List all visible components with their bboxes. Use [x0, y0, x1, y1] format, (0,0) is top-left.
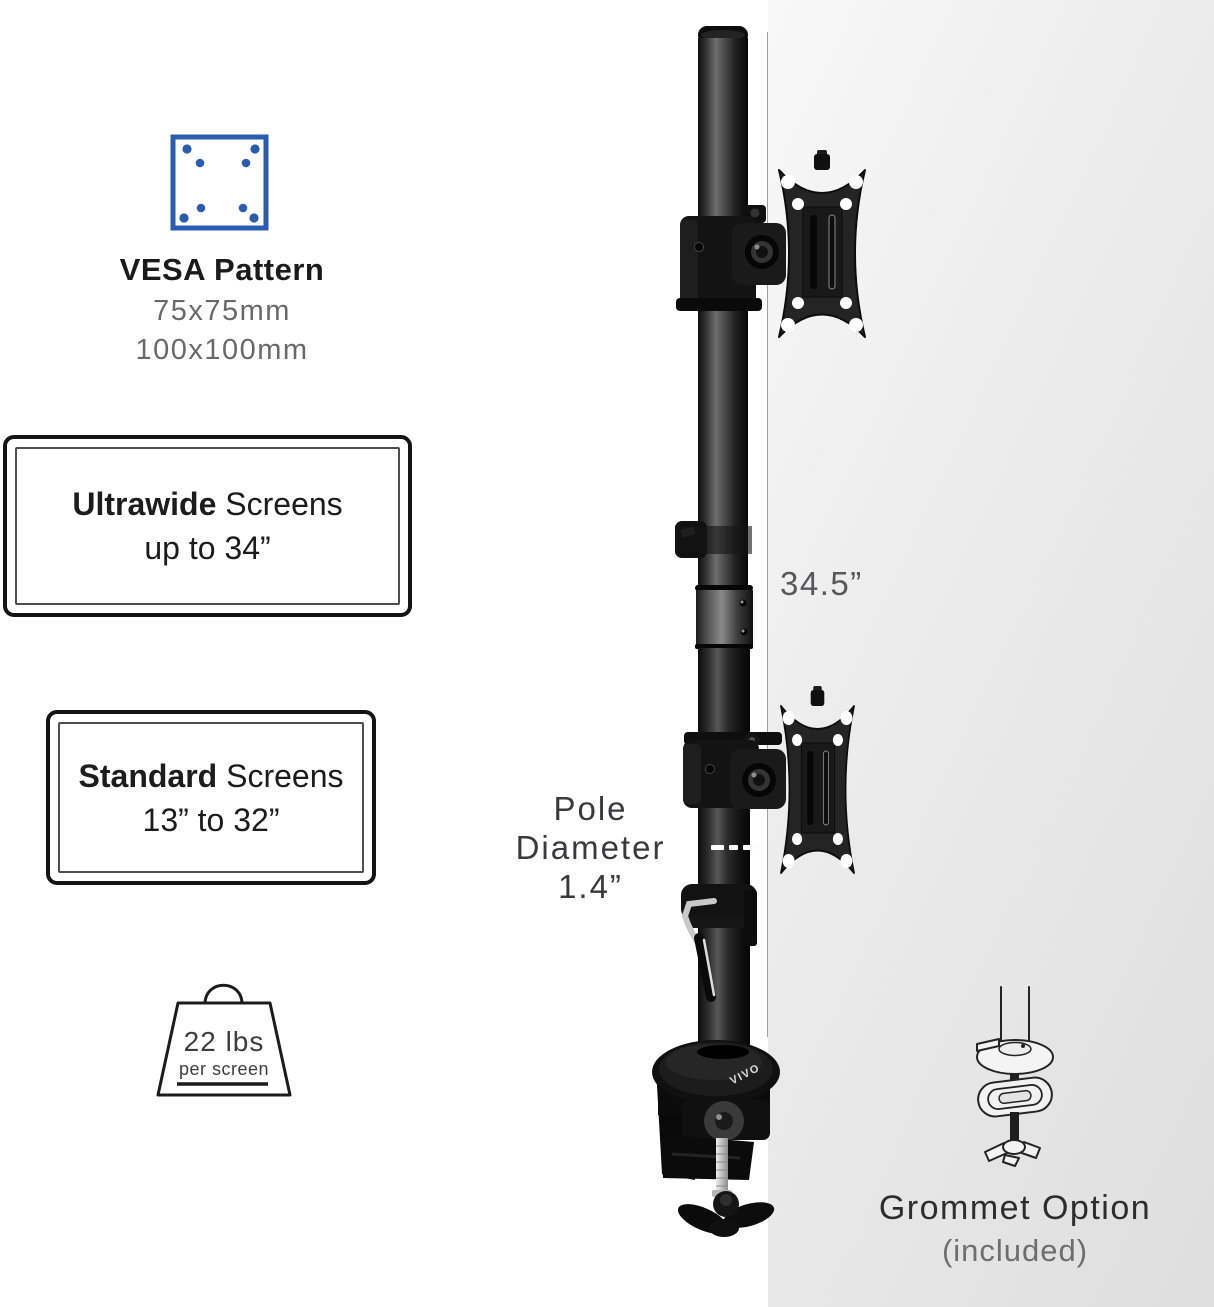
- upper-mount-bracket: [676, 205, 786, 311]
- pole-diameter-line2: Diameter: [515, 829, 666, 866]
- upper-vesa-plate: [778, 149, 866, 338]
- pole-joint-sleeve: [696, 590, 753, 646]
- pole-clip: [675, 521, 752, 558]
- weight-handle: [203, 983, 244, 1005]
- grommet-option-title: Grommet Option: [878, 1189, 1152, 1227]
- standard-bold: Standard: [78, 757, 218, 794]
- pole-diameter-label: Pole Diameter 1.4”: [503, 789, 678, 906]
- pole-diameter-line3: 1.4”: [558, 868, 623, 905]
- ultrawide-screens-box: Ultrawide Screens up to 34”: [3, 435, 412, 617]
- ultrawide-box-text: Ultrawide Screens up to 34”: [72, 482, 342, 570]
- vesa-size-100: 100x100mm: [135, 334, 309, 366]
- grommet-option-subtitle: (included): [941, 1233, 1089, 1268]
- height-adjust-clamp: [681, 884, 757, 1002]
- standard-screens-box: Standard Screens 13” to 32”: [46, 710, 376, 885]
- lower-mount-bracket: [683, 732, 786, 809]
- desk-clamp-base: VIVO: [652, 1040, 780, 1237]
- weight-icon: [156, 983, 292, 1097]
- weight-unit: per screen: [178, 1059, 270, 1079]
- vesa-size-75: 75x75mm: [153, 295, 291, 327]
- pole-diameter-line1: Pole: [553, 790, 628, 827]
- standard-line1: Standard Screens: [79, 754, 344, 798]
- vesa-pattern-icon: [170, 134, 269, 231]
- ultrawide-regular: Screens: [216, 486, 343, 522]
- ultrawide-bold: Ultrawide: [72, 486, 217, 522]
- vesa-pattern-title: VESA Pattern: [119, 252, 325, 287]
- height-measurement-line: [767, 32, 768, 1037]
- standard-box-text: Standard Screens 13” to 32”: [79, 754, 344, 842]
- ultrawide-line1: Ultrawide Screens: [72, 482, 342, 526]
- clamp-knob: [677, 1191, 775, 1237]
- tension-lever: [694, 933, 716, 1002]
- ultrawide-line2: up to 34”: [144, 530, 271, 566]
- standard-line2: 13” to 32”: [142, 801, 280, 838]
- vesa-holes: [179, 144, 260, 223]
- clamp-screw-rod: [716, 1138, 728, 1194]
- lower-vesa-plate: [779, 685, 856, 874]
- weight-body: [156, 1001, 292, 1097]
- standard-regular: Screens: [217, 757, 344, 794]
- weight-value: 22 lbs: [183, 1026, 265, 1057]
- grommet-illustration: [976, 986, 1054, 1167]
- pole-diameter-dashes: [711, 845, 757, 850]
- pole-height-label: 34.5”: [780, 565, 863, 602]
